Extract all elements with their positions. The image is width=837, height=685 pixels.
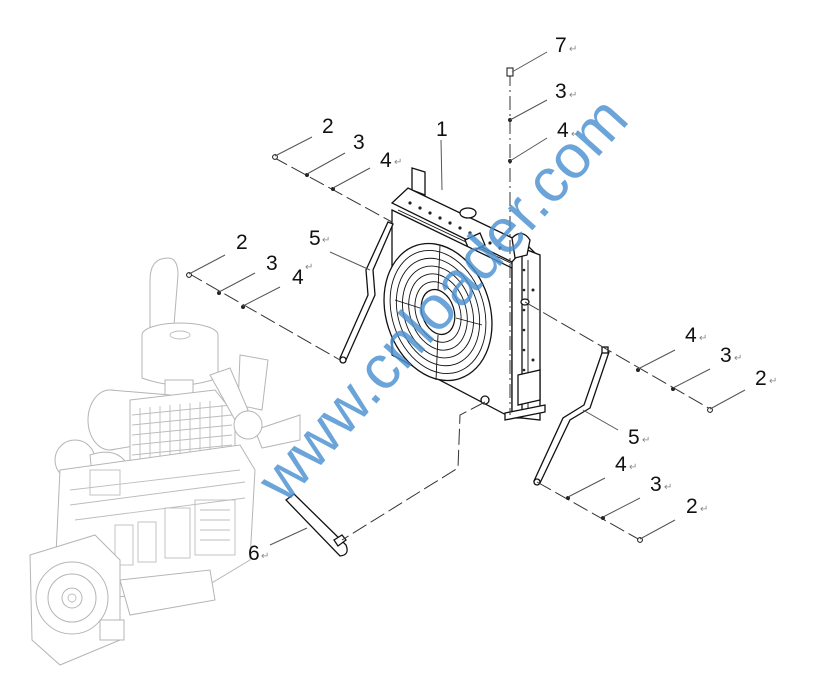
svg-text:4: 4 — [615, 453, 627, 476]
svg-text:↵: ↵ — [664, 482, 672, 493]
support-rod-right — [533, 346, 610, 486]
svg-text:2: 2 — [686, 495, 698, 518]
callout-4-right: 4 ↵ — [685, 324, 707, 347]
callout-4-top: 4 ↵ — [557, 119, 579, 142]
svg-text:4: 4 — [380, 149, 392, 172]
svg-text:2: 2 — [755, 367, 767, 390]
fasteners — [186, 67, 713, 543]
svg-text:↵: ↵ — [569, 90, 577, 101]
callout-3-right: 3 ↵ — [720, 344, 742, 367]
callout-1: 1 — [436, 118, 448, 141]
svg-text:↵: ↵ — [700, 504, 708, 515]
svg-text:5: 5 — [309, 227, 321, 250]
support-rod-left — [339, 221, 394, 364]
callout-4-mid-left: 4 ↵ — [292, 262, 313, 289]
leader-lines — [188, 51, 746, 546]
svg-text:7: 7 — [555, 34, 567, 57]
svg-text:↵: ↵ — [569, 44, 577, 55]
callout-5-left: 5 ↵ — [309, 227, 330, 250]
svg-text:3: 3 — [650, 473, 662, 496]
svg-text:1: 1 — [436, 118, 448, 141]
svg-text:5: 5 — [628, 426, 640, 449]
svg-text:↵: ↵ — [322, 235, 330, 246]
svg-text:↵: ↵ — [629, 462, 637, 473]
callout-3-top: 3 ↵ — [555, 80, 577, 103]
svg-text:↵: ↵ — [571, 129, 579, 140]
callout-2-mid-left: 2 — [236, 231, 248, 254]
callout-3-mid-left: 3 — [266, 252, 278, 275]
assembly-lines — [187, 72, 713, 541]
svg-text:3: 3 — [353, 131, 365, 154]
callout-3-lower-right: 3 ↵ — [650, 473, 672, 496]
svg-text:4: 4 — [685, 324, 697, 347]
svg-text:4: 4 — [292, 266, 304, 289]
svg-text:↵: ↵ — [394, 157, 402, 168]
svg-text:6: 6 — [248, 542, 260, 565]
svg-text:↵: ↵ — [305, 262, 313, 273]
engine-ghost — [29, 257, 301, 666]
svg-text:↵: ↵ — [699, 333, 707, 344]
callout-4-upper-left: 4 ↵ — [380, 149, 402, 172]
svg-text:↵: ↵ — [769, 376, 777, 387]
callout-2-upper-left: 2 — [322, 115, 334, 138]
callout-5-right: 5 ↵ — [628, 426, 650, 449]
svg-text:3: 3 — [266, 252, 278, 275]
watermark-text: www.cnloader.com — [243, 84, 641, 515]
callout-7-top: 7 ↵ — [555, 34, 577, 57]
callout-4-lower-right: 4 ↵ — [615, 453, 637, 476]
radiator-assembly — [383, 167, 546, 421]
svg-text:↵: ↵ — [642, 435, 650, 446]
svg-text:3: 3 — [555, 80, 567, 103]
callouts: 7 ↵ 3 ↵ 4 ↵ 1 2 3 4 ↵ 2 3 4 — [236, 34, 777, 565]
svg-text:2: 2 — [322, 115, 334, 138]
callout-3-upper-left: 3 — [353, 131, 365, 154]
svg-text:↵: ↵ — [734, 353, 742, 364]
svg-text:2: 2 — [236, 231, 248, 254]
callout-6: 6 ↵ — [248, 542, 269, 565]
svg-text:4: 4 — [557, 119, 569, 142]
hose — [285, 493, 348, 557]
callout-2-right: 2 ↵ — [755, 367, 777, 390]
svg-text:↵: ↵ — [261, 551, 269, 562]
callout-2-lower-right: 2 ↵ — [686, 495, 708, 518]
svg-text:3: 3 — [720, 344, 732, 367]
